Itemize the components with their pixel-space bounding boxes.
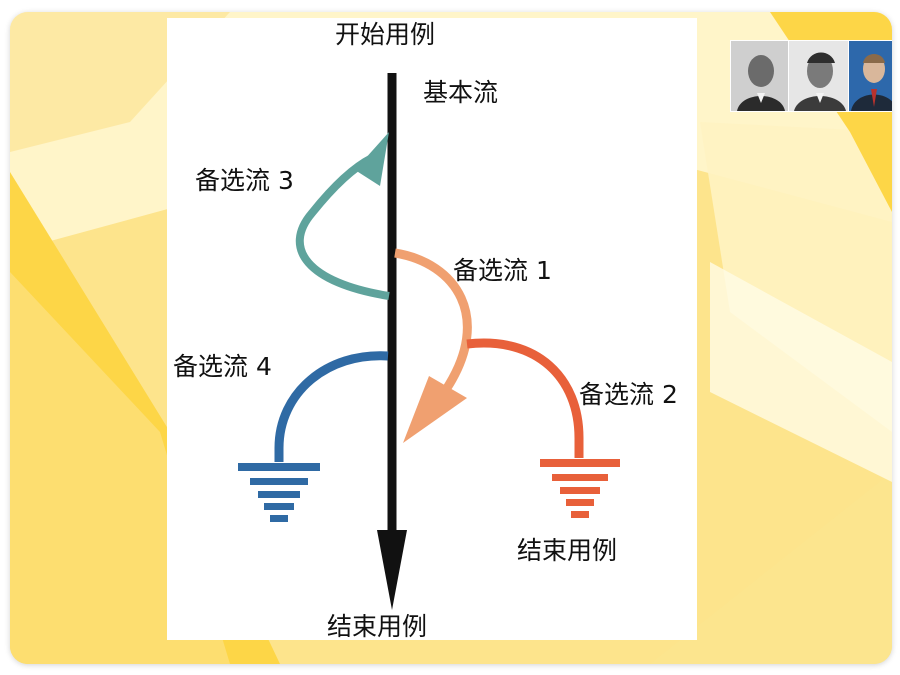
basic-flow-label: 基本流 [423,78,499,107]
alt-flow-2-ground-bar-2 [552,474,608,481]
start-use-case-label: 开始用例 [335,20,436,49]
portrait-3 [848,40,892,112]
alt-flow-4-curve [274,351,389,462]
alt-flow-4-ground-bar-2 [250,478,308,485]
alt-flow-2-ground-bar-4 [566,499,594,506]
alt-flow-2-ground-bar-5 [571,511,589,518]
alt-flow-3-label: 备选流 3 [195,166,294,195]
alt-flow-4-ground-bar-5 [270,515,288,522]
portrait-2 [788,40,852,112]
person-photo-icon [789,41,851,111]
end-use-case-label-right: 结束用例 [517,536,618,565]
alt-flow-4-ground-bar-1 [238,463,320,471]
alt-flow-2-ground-bar-3 [560,487,600,494]
alt-flow-1-label: 备选流 1 [453,256,552,285]
diagram-panel: 开始用例 基本流 备选流 3 备选流 1 备选流 4 备选流 2 结束用例 结束… [167,18,697,641]
alt-flow-2-ground-bar-1 [540,459,620,467]
alt-flow-4-ground-bar-4 [264,503,294,510]
alt-flow-3-curve [295,154,390,300]
end-use-case-label-bottom: 结束用例 [327,612,428,641]
portrait-1 [730,40,792,112]
flow-diagram [238,73,620,610]
alt-flow-4-ground-bar-3 [258,491,300,498]
alt-flow-3-arrowhead [355,132,389,186]
portrait-strip [730,40,892,112]
person-photo-icon [731,41,791,111]
alt-flow-1-arrowhead [403,376,467,443]
alt-flow-2-label: 备选流 2 [579,380,678,409]
slide: 开始用例 基本流 备选流 3 备选流 1 备选流 4 备选流 2 结束用例 结束… [10,12,892,664]
main-flow-arrowhead [377,530,407,610]
alt-flow-2-curve [466,338,584,458]
person-photo-icon [849,41,892,111]
alt-flow-1-curve [394,248,472,391]
alt-flow-4-label: 备选流 4 [173,352,272,381]
